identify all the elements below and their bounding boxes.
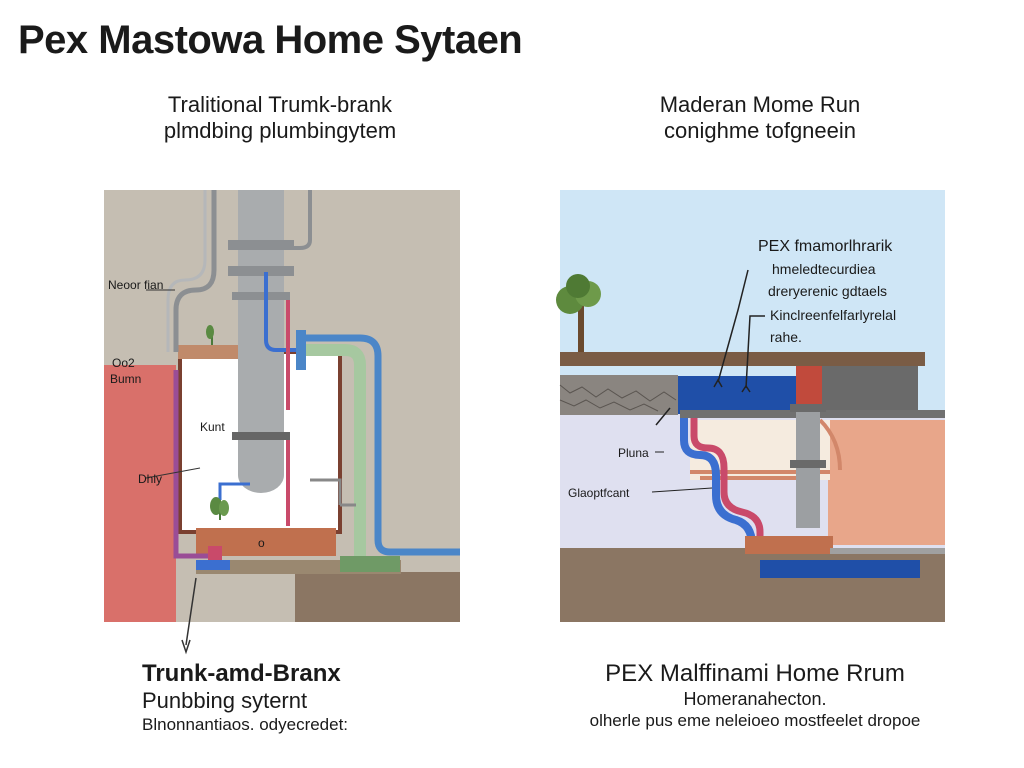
right-pipe-flange-2 [790,460,826,468]
left-blue-side-pipe [300,334,460,556]
left-label-drain: o [258,536,265,550]
plant-icon [210,497,229,520]
left-label-side-bottom: Bumn [110,372,142,386]
left-stack-clamp [232,432,290,440]
right-callout-pointer-1 [717,269,749,383]
left-green-base [340,556,400,572]
tree-icon [556,274,601,355]
left-heading-line-2: plmdbing plumbingytem [163,118,397,143]
right-wall-section [828,420,945,545]
left-soil-cap [178,345,238,359]
right-caption-desc: olherle pus eme neleioeo mostfeelet drop… [589,711,921,730]
right-red-riser [796,366,822,410]
left-caption-desc: Blnonnantiaos. odyecredet: [142,715,349,734]
right-callout-title: PEX fmamorlhrarik [758,238,893,255]
left-pointer-arrow [181,639,191,655]
right-callout-line-3: dreryerenic gdtaels [768,283,888,299]
right-callout-line-5: rahe. [770,329,802,345]
right-blue-main [760,560,920,578]
right-red-pex [690,418,764,540]
left-purple-line [173,370,220,559]
left-stack-flange-3 [232,292,290,300]
right-roof-slab [560,352,925,366]
right-label-lower: Glaoptfcant [568,486,630,500]
left-blue-fitting [196,560,230,570]
left-blue-valve [296,330,306,370]
plant-icon [206,325,214,345]
right-caption-title: PEX Malffinami Home Rrum [605,660,905,687]
page-title: Pex Mastowa Home Sytaen [18,18,523,62]
left-red-wall [104,365,176,622]
left-label-center: Kunt [200,420,225,434]
right-callout-pointer-2 [745,315,765,389]
left-gray-vent-2 [166,190,207,352]
left-pointer-2 [145,467,201,479]
left-blue-line [264,272,300,352]
left-pointer-3 [185,577,197,646]
left-caption-subtitle: Punbbing syternt [142,688,308,713]
left-ground [295,572,460,622]
left-stack-bottom [238,457,284,493]
right-dark-block [822,366,918,412]
right-label-upper: Pluna [618,446,649,460]
left-caption-title: Trunk-amd-Branx [142,660,341,687]
left-gray-vent-1 [173,190,217,352]
left-main-stack [238,190,284,475]
left-red-valve [208,546,222,560]
left-gray-vent-3 [280,190,312,250]
right-pointer-5 [651,487,713,493]
left-blue-branch [218,482,250,500]
right-copper-bend [818,418,842,471]
right-pipe-flange-1 [790,404,826,412]
left-panel-diagram [104,190,460,655]
left-label-side-top: Oo2 [112,356,135,370]
right-callout-line-2: hmeledtecurdiea [772,261,876,277]
right-caption: PEX Malffinami Home Rrum Homeranahecton.… [540,660,970,732]
right-heading-line-1: Maderan Mome Run [659,92,861,117]
right-drain-box [745,536,833,554]
right-manifold-box [678,376,796,414]
left-stack-flange-1 [228,240,294,250]
right-ground [560,548,945,622]
left-stack-flange-2 [228,266,294,276]
left-label-top: Neoor fian [108,278,164,292]
left-heading-line-1: Tralitional Trumk-brank [167,92,393,117]
right-gravel-texture [559,384,677,412]
right-gravel [560,375,678,415]
right-panel-heading: Maderan Mome Run conighme tofgneein [610,92,910,144]
left-green-pipe [300,344,366,556]
right-panel-diagram [556,190,945,622]
right-pointer-arrows [713,378,751,393]
left-panel-heading: Tralitional Trumk-brank plmdbing plumbin… [110,92,450,144]
right-pointer-4 [655,407,671,426]
left-caption: Trunk-amd-Branx Punbbing syternt Blnonna… [142,660,442,736]
left-label-lower: Dhly [138,472,163,486]
right-caption-subtitle: Homeranahecton. [683,689,827,709]
right-slab-edge [830,548,945,554]
right-heading-line-2: conighme tofgneein [663,118,857,143]
left-gray-branch [310,478,356,507]
right-callout-line-4: Kinclreenfelfarlyrelal [770,307,897,323]
